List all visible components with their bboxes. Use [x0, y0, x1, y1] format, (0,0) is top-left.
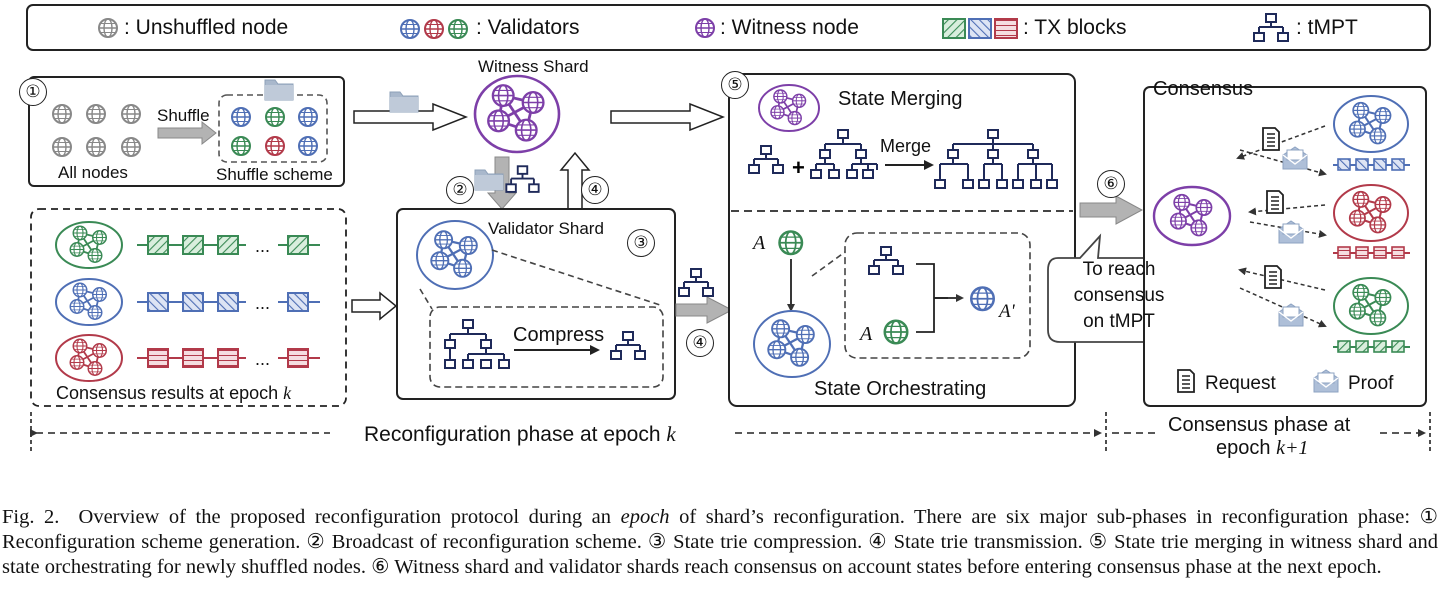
request-doc-icon-3: [1264, 265, 1282, 289]
step-5-marker: ⑤: [721, 71, 749, 99]
consensus-blue-chain: [1333, 158, 1410, 171]
zoom-line-left: [419, 288, 433, 310]
consensus-phase-label-2: epoch k+1: [1216, 437, 1308, 460]
consensus-green-chain: [1333, 340, 1410, 353]
all-nodes-label: All nodes: [58, 163, 128, 182]
legend-validators-label: : Validators: [476, 16, 580, 39]
proof-label: Proof: [1348, 373, 1394, 394]
validator-blue-icon: [400, 19, 420, 39]
compress-label: Compress: [513, 324, 605, 346]
proof-env-icon-1: [1282, 146, 1308, 170]
green-chain: [137, 235, 320, 255]
node-a-label-bottom: A: [860, 323, 873, 345]
state-orchestrating-label: State Orchestrating: [814, 378, 987, 400]
consensus-phase-epoch-word: epoch: [1216, 437, 1271, 459]
consensus-phase-span: [1112, 412, 1431, 452]
node-a-prime-globe: [970, 286, 995, 312]
transmit-tree-icon: [505, 165, 540, 193]
witness-to-merging-arrow: [610, 102, 726, 132]
step-1-marker: ①: [19, 78, 47, 106]
merged-trie-icon: [934, 129, 1058, 189]
orchestrate-zoom-line: [811, 251, 846, 277]
proof-legend-icon: [1313, 369, 1339, 393]
validator-green-icon: [448, 19, 468, 39]
legend-unshuffled-label: : Unshuffled node: [124, 16, 289, 39]
tx-block-red-icon: [994, 18, 1018, 39]
validator-red-icon: [424, 19, 444, 39]
consensus-phase-epoch-k1: k+1: [1276, 437, 1309, 459]
consensus-phase-label-1: Consensus phase at: [1168, 414, 1351, 436]
consensus-results-epoch: k: [283, 383, 292, 403]
tx-block-green-icon: [942, 18, 966, 39]
consensus-results-box: [30, 208, 347, 407]
green-chain-ellipsis: ...: [255, 236, 271, 256]
scheme-to-witness-arrow: [353, 102, 469, 132]
legend-witness-label: : Witness node: [720, 16, 859, 39]
step-2-marker: ②: [446, 176, 474, 204]
request-legend-icon: [1177, 369, 1195, 393]
shuffle-label: Shuffle: [157, 106, 210, 125]
blue-chain-ellipsis: ...: [255, 293, 271, 313]
caption-epoch-word: epoch: [620, 506, 670, 528]
callout-line-1: To reach: [1082, 259, 1156, 280]
unshuffled-node-icon: [98, 18, 118, 38]
medium-trie-icon: [810, 129, 878, 179]
caption-text-b: of shard’s reconfiguration. There are si…: [2, 506, 1439, 578]
results-to-validator-arrow: [351, 291, 398, 321]
step-6-marker: ⑥: [1097, 170, 1125, 198]
full-trie-icon: [444, 319, 510, 369]
step-3-marker: ③: [627, 229, 655, 257]
legend-txblocks-label: : TX blocks: [1023, 16, 1127, 39]
shuffle-scheme-label: Shuffle scheme: [216, 165, 333, 184]
node-a-globe-bottom: [883, 319, 909, 345]
witness-node-icon: [695, 18, 715, 38]
consensus-results-label: Consensus results at epoch k: [56, 383, 291, 404]
node-a-globe-top: [778, 230, 804, 256]
reconfig-phase-span: [30, 412, 1107, 452]
blue-chain: [137, 292, 320, 312]
node-a-prime-label: A': [999, 301, 1015, 322]
stage5-to-consensus-arrow: [1079, 195, 1144, 225]
merge-label: Merge: [880, 136, 932, 156]
scheme-folder-icon: [389, 91, 419, 113]
red-chain-ellipsis: ...: [255, 349, 271, 369]
diagram-canvas: +: [26, 4, 1431, 452]
witness-shard-label: Witness Shard: [478, 57, 589, 76]
caption-text-a: Overview of the proposed reconfiguration…: [78, 506, 612, 528]
reconfig-phase-label: Reconfiguration phase at epoch k: [364, 422, 676, 447]
shuffle-arrow: [157, 120, 217, 146]
proof-env-icon-2: [1278, 220, 1304, 244]
stage5-transfer-tree-icon: [678, 268, 714, 297]
red-chain: [137, 348, 320, 368]
callout-text: To reach consensus on tMPT: [1049, 257, 1189, 341]
request-doc-icon-1: [1262, 127, 1280, 151]
consensus-title: Consensus: [1153, 78, 1254, 100]
consensus-results-text: Consensus results at epoch: [56, 383, 279, 403]
legend-box: [26, 4, 1431, 51]
consensus-red-chain: [1333, 246, 1410, 259]
reconfig-phase-epoch: k: [666, 422, 676, 446]
request-doc-icon-2: [1266, 190, 1284, 214]
figure-caption: Fig. 2. Overview of the proposed reconfi…: [2, 505, 1438, 580]
caption-fig-label: Fig. 2.: [2, 506, 60, 528]
proof-env-icon-3: [1278, 303, 1304, 327]
node-a-label-top: A: [753, 232, 766, 254]
state-merging-label: State Merging: [838, 88, 963, 110]
step-4-marker-bottom: ④: [686, 329, 714, 357]
reconfig-phase-text: Reconfiguration phase at epoch: [364, 423, 661, 446]
callout-line-2: consensus: [1073, 285, 1165, 306]
validator-to-stage5-arrow: [675, 296, 734, 324]
request-label: Request: [1205, 373, 1276, 394]
legend-tmpt-label: : tMPT: [1296, 16, 1358, 39]
orchestrate-dashed-box: [844, 232, 1031, 359]
validator-shard-label: Validator Shard: [488, 219, 604, 238]
plus-sign: +: [792, 155, 805, 180]
step-4-marker-top: ④: [581, 176, 609, 204]
callout-line-3: on tMPT: [1083, 311, 1155, 332]
tx-block-blue-icon: [968, 18, 992, 39]
